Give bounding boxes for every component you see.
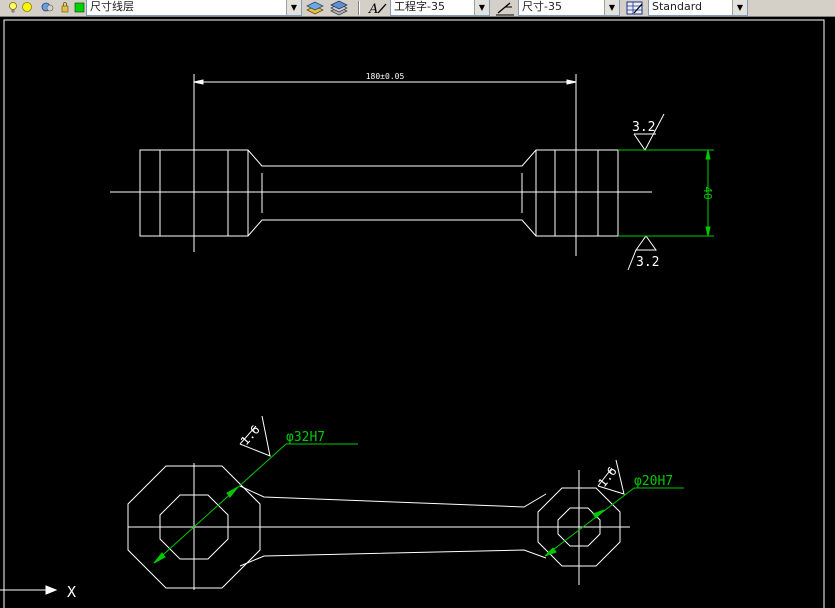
table-style-combo-value: Standard	[652, 0, 703, 13]
text-style-combo[interactable]: 工程字-35 ▼	[390, 0, 490, 16]
lock-icon[interactable]	[61, 2, 69, 13]
svg-text:A: A	[368, 2, 378, 16]
ucs-icon	[0, 585, 58, 595]
layer-freeze-icon[interactable]	[41, 2, 54, 12]
layer-combo-value: 尺寸线层	[90, 0, 134, 13]
drawing-svg: 180±0.05 3.2 3.2 40	[0, 19, 825, 608]
small-boss-outline	[537, 487, 621, 567]
ucs-x-label: X	[67, 583, 76, 601]
layer-state-icons	[9, 2, 85, 13]
large-hole-outline	[159, 494, 229, 560]
text-style-combo-value: 工程字-35	[394, 0, 445, 13]
layers-toolbar: 尺寸线层 ▼ A 工程字-35 ▼ 尺寸-35 ▼ Standard	[0, 0, 835, 17]
layer-color-swatch-icon[interactable]	[74, 2, 85, 13]
table-style-icon[interactable]	[624, 0, 648, 16]
small-hole-dim-text[interactable]: φ20H7	[634, 474, 673, 489]
big-hole-dimension[interactable]	[153, 443, 358, 564]
make-layer-current-icon[interactable]	[306, 1, 324, 15]
chevron-down-icon[interactable]: ▼	[286, 0, 301, 15]
roughness-symbol-bottom[interactable]	[627, 235, 657, 271]
dimension-style-icon[interactable]	[494, 0, 518, 16]
layer-combo[interactable]: 尺寸线层 ▼	[86, 0, 302, 16]
large-boss-outline	[127, 465, 261, 589]
toolbar-separator	[358, 1, 360, 15]
layer-buttons	[306, 0, 348, 16]
chevron-down-icon[interactable]: ▼	[732, 0, 747, 15]
plan-view[interactable]	[127, 463, 630, 590]
chevron-down-icon[interactable]: ▼	[604, 0, 619, 15]
drawing-frame	[3, 19, 825, 608]
drawing-canvas[interactable]: 180±0.05 3.2 3.2 40	[0, 17, 835, 608]
front-view[interactable]	[110, 74, 652, 256]
dimension-style-combo[interactable]: 尺寸-35 ▼	[518, 0, 620, 16]
big-hole-dim-text[interactable]: φ32H7	[286, 430, 325, 445]
length-dimension-text[interactable]: 180±0.05	[366, 72, 405, 81]
small-hole-outline	[557, 507, 601, 547]
roughness-top-text[interactable]: 3.2	[632, 120, 655, 135]
chevron-down-icon[interactable]: ▼	[474, 0, 489, 15]
layer-previous-icon[interactable]	[330, 0, 348, 16]
roughness-bottom-text[interactable]: 3.2	[636, 255, 659, 270]
roughness-symbol-big-hole[interactable]	[239, 415, 271, 457]
rod-lower-edge	[239, 549, 547, 567]
table-style-combo[interactable]: Standard ▼	[648, 0, 748, 16]
roughness-symbol-small-hole[interactable]	[597, 459, 625, 495]
height-dimension[interactable]	[618, 149, 714, 237]
rod-upper-edge	[239, 485, 547, 508]
height-dimension-text[interactable]: 40	[701, 186, 714, 199]
sun-icon[interactable]	[22, 2, 32, 12]
front-view-outline	[139, 149, 619, 237]
lightbulb-icon[interactable]	[9, 2, 17, 13]
dimension-style-combo-value: 尺寸-35	[522, 0, 562, 13]
text-style-icon[interactable]: A	[366, 0, 390, 16]
small-hole-dimension[interactable]	[544, 487, 684, 557]
